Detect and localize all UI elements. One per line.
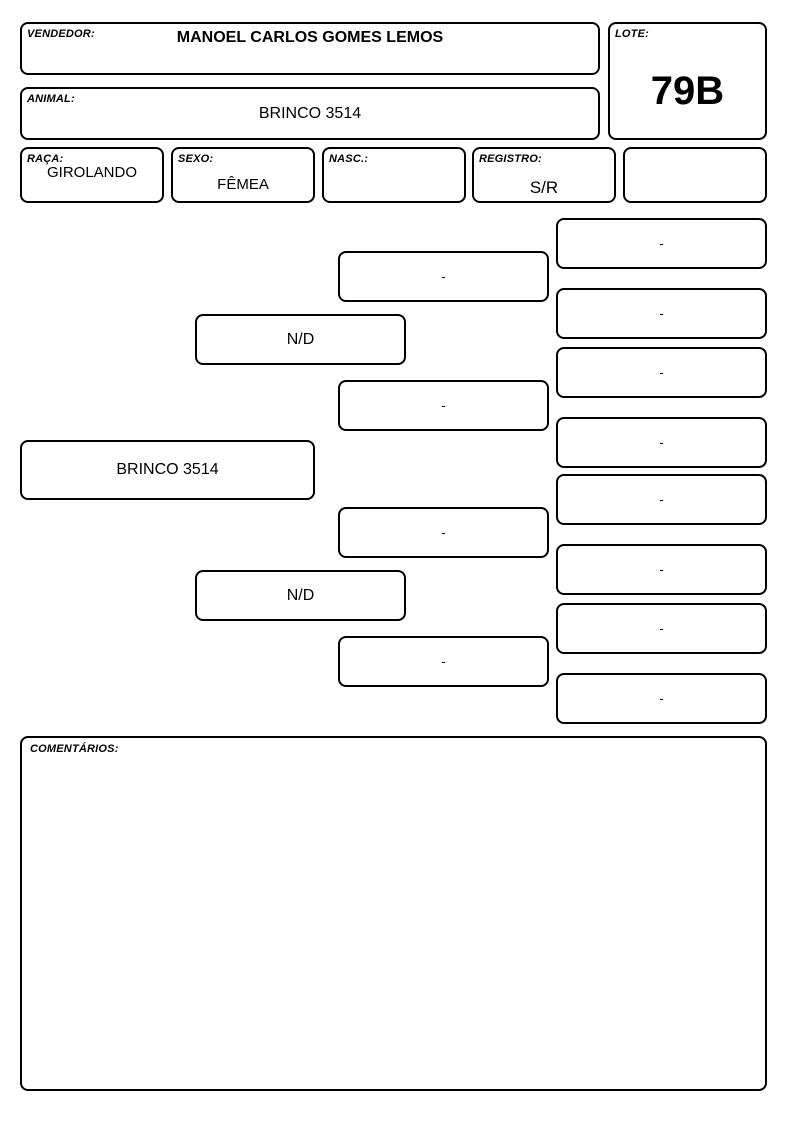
pedigree-bisavo-5: - [556, 474, 767, 525]
comments-box: COMENTÁRIOS: [20, 736, 767, 1091]
comments-label: COMENTÁRIOS: [30, 743, 119, 755]
pedigree-animal: BRINCO 3514 [20, 440, 315, 500]
raca-label: RAÇA: [27, 153, 64, 165]
pedigree-bisavo-8: - [556, 673, 767, 724]
pedigree-bisavo-6: - [556, 544, 767, 595]
registro-box: REGISTRO: S/R [472, 147, 616, 203]
pedigree-pai: N/D [195, 314, 406, 365]
vendedor-label: VENDEDOR: [27, 28, 95, 40]
pedigree-bisavo-4: - [556, 417, 767, 468]
pedigree-avo-3: - [338, 507, 549, 558]
lote-box: LOTE: 79B [608, 22, 767, 140]
nasc-label: NASC.: [329, 153, 369, 165]
nasc-box: NASC.: [322, 147, 466, 203]
pedigree-mae: N/D [195, 570, 406, 621]
pedigree-bisavo-2: - [556, 288, 767, 339]
registro-value: S/R [529, 178, 559, 197]
raca-box: RAÇA: GIROLANDO [20, 147, 164, 203]
pedigree-avo-2: - [338, 380, 549, 431]
registro-label: REGISTRO: [479, 153, 542, 165]
lote-label: LOTE: [615, 28, 649, 40]
extra-box [623, 147, 767, 203]
sexo-label: SEXO: [178, 153, 214, 165]
vendedor-box: VENDEDOR: MANOEL CARLOS GOMES LEMOS [20, 22, 600, 75]
animal-label: ANIMAL: [27, 93, 75, 105]
pedigree-bisavo-1: - [556, 218, 767, 269]
pedigree-avo-4: - [338, 636, 549, 687]
pedigree-avo-1: - [338, 251, 549, 302]
vendedor-value: MANOEL CARLOS GOMES LEMOS [176, 29, 444, 46]
pedigree-bisavo-3: - [556, 347, 767, 398]
raca-value: GIROLANDO [46, 164, 137, 181]
animal-box: ANIMAL: BRINCO 3514 [20, 87, 600, 140]
pedigree-bisavo-7: - [556, 603, 767, 654]
sexo-value: FÊMEA [217, 176, 269, 193]
lote-value: 79B [650, 69, 725, 113]
animal-value: BRINCO 3514 [258, 105, 362, 122]
sexo-box: SEXO: FÊMEA [171, 147, 315, 203]
